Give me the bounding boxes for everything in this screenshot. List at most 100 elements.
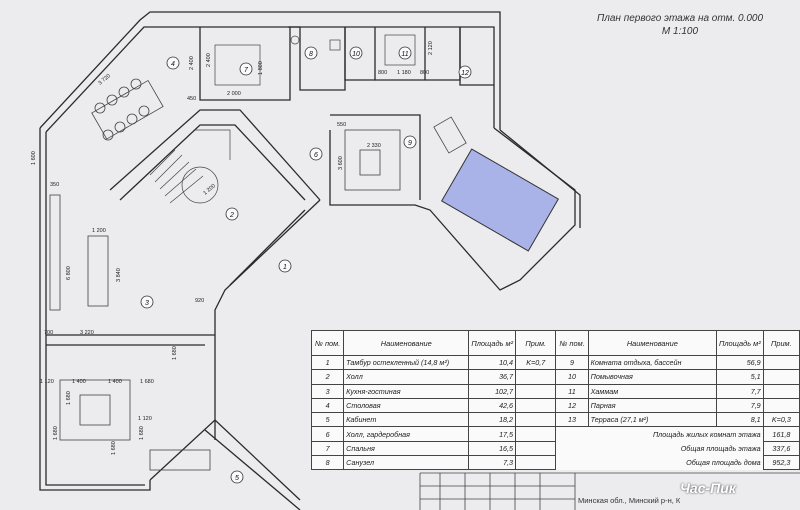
outer-wall (45, 132, 145, 486)
dimension-label: 1 120 (138, 416, 152, 422)
dimension-label: 550 (337, 122, 346, 128)
inner-wall (344, 27, 376, 81)
inner-wall (229, 209, 306, 286)
dimension-label: 2 000 (227, 91, 241, 97)
col-note: Прим. (762, 330, 800, 356)
dimension-label: 920 (195, 298, 204, 304)
summary-label: Площадь жилых комнат этажа (652, 429, 761, 439)
dimension-label: 1 680 (172, 346, 178, 360)
dining-set (91, 78, 164, 141)
dimension-label: 1 680 (53, 426, 59, 440)
cell: 102,7 (468, 383, 517, 399)
room-numbers: 1 2 3 4 5 6 7 8 10 11 12 9 (145, 51, 469, 482)
dimension-label: 1 680 (66, 391, 72, 405)
table-row: 2 Холл 36,7 10 Помывочная 5,1 (310, 369, 800, 385)
dimension-label: 1 200 (92, 228, 106, 234)
cell: Санузел (343, 455, 470, 471)
col-area: Площадь м² (716, 330, 764, 356)
cell: 9 (555, 354, 589, 371)
room-label: 12 (461, 70, 469, 77)
dimension-label: 700 (44, 330, 53, 336)
cell: Спальня (343, 440, 470, 457)
outer-wall (329, 127, 576, 291)
outer-wall (288, 26, 495, 128)
room-label: 11 (401, 51, 408, 58)
stairs (149, 129, 231, 204)
cell: 16,5 (468, 440, 517, 457)
watermark-logo: Час-Пик (680, 480, 736, 496)
outer-wall (39, 128, 151, 491)
table-row: 7 Спальня 16,5 Общая площадь этажа 337,6 (310, 440, 800, 457)
table-row: 4 Столовая 42,6 12 Парная 7,9 (310, 397, 800, 414)
cell: 7,9 (716, 397, 764, 414)
dimension-label: 1 680 (111, 441, 117, 455)
cell: Столовая (343, 397, 470, 414)
cell: 4 (310, 397, 345, 414)
inner-wall (109, 109, 321, 201)
plan-scale: М 1:100 (661, 26, 699, 37)
dimension-label: 2 400 (189, 56, 195, 70)
title-block (419, 472, 800, 510)
dimension-label: 1 120 (40, 379, 54, 385)
col-name: Наименование (343, 330, 470, 356)
col-area: Площадь м² (468, 330, 517, 356)
cell (762, 354, 800, 371)
cell: Кабинет (343, 412, 470, 428)
living-furniture (59, 379, 211, 471)
col-num: № пом. (310, 330, 345, 356)
cell: 2 (310, 369, 345, 385)
col-num: № пом. (555, 330, 589, 356)
table-row: 5 Кабинет 18,2 13 Терраса (27,1 м²) 8,1 … (310, 412, 800, 428)
pool (441, 148, 559, 252)
dimension-label: 3 600 (338, 156, 344, 170)
dimension-label: 3 220 (80, 330, 94, 336)
cell: Кухня-гостиная (343, 383, 470, 399)
inner-wall (459, 27, 494, 86)
inner-wall (149, 419, 301, 501)
dimension-label: 1 600 (31, 151, 37, 165)
cell: Помывочная (587, 369, 718, 385)
cell: K=0,3 (762, 412, 800, 428)
room-label: 7 (244, 67, 249, 74)
room-schedule-table: № пом. Наименование Площадь м² Прим. № п… (310, 330, 800, 471)
dimension-label: 800 (378, 70, 387, 76)
cell: 13 (555, 412, 589, 428)
kitchen-island (49, 194, 109, 311)
cell (515, 440, 557, 457)
dimension-label: 1 400 (72, 379, 86, 385)
table-row: 3 Кухня-гостиная 102,7 11 Хаммам 7,7 (310, 383, 800, 399)
cell (762, 383, 800, 399)
cell: 10 (555, 369, 589, 385)
cell: 12 (555, 397, 589, 414)
cell: 42,6 (468, 397, 517, 414)
summary-label: Общая площадь дома (686, 458, 761, 468)
room-label: 1 (283, 264, 287, 271)
outer-wall (45, 26, 300, 133)
summary-value: 161,8 (762, 426, 800, 442)
cell: 7 (310, 440, 345, 457)
summary-label: Общая площадь этажа (680, 443, 761, 453)
plan-title: План первого этажа на отм. 0.000 М 1:100 (560, 12, 800, 38)
plan-title-line1: План первого этажа на отм. 0.000 (596, 13, 764, 24)
cell: 11 (555, 383, 589, 399)
cell: 5,1 (716, 369, 764, 385)
cell (762, 369, 800, 385)
room-label: 4 (171, 61, 175, 68)
dimension-label: 1 680 (139, 426, 145, 440)
dimension-label: 2 120 (428, 41, 434, 55)
room-label: 10 (352, 51, 360, 58)
dimension-label: 1 200 (202, 183, 216, 196)
cell: Холл, гардеробная (343, 426, 470, 442)
cell: Тамбур остекленный (14,8 м²) (343, 354, 470, 371)
cell: 36,7 (468, 369, 517, 385)
dimension-label: 1 400 (108, 379, 122, 385)
room-label: 6 (314, 152, 318, 159)
cell: 10,4 (468, 354, 517, 371)
summary-value: 337,6 (762, 440, 800, 457)
dimension-label: 2 330 (367, 143, 381, 149)
cell: 7,7 (716, 383, 764, 399)
dimension-label: 800 (420, 70, 429, 76)
outer-wall (499, 129, 581, 228)
cell: 8 (310, 455, 345, 471)
cell: 18,2 (468, 412, 517, 428)
